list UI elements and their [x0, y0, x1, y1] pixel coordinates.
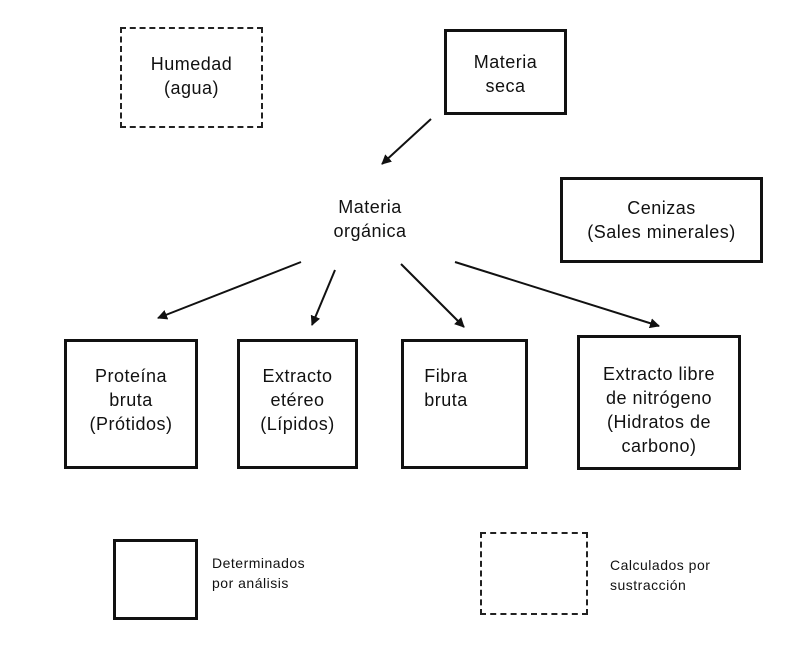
materia-seca-box	[444, 29, 567, 115]
legend-dashed-label: Calculados por sustracción	[610, 557, 711, 593]
arrow-to-extracto-etereo	[310, 269, 336, 326]
arrow-to-fibra	[400, 263, 465, 328]
proteina-box	[64, 339, 198, 469]
fibra-label: Fibra bruta	[424, 366, 468, 410]
fibra-box	[401, 339, 528, 469]
legend-dashed-box	[480, 532, 588, 615]
materia-organica-label: Materia orgánica	[333, 197, 407, 241]
legend-solid-label: Determinados por análisis	[212, 555, 306, 591]
humedad-box	[120, 27, 263, 128]
eln-box	[577, 335, 741, 470]
arrow-to-eln	[454, 261, 660, 329]
extracto-etereo-label: Extracto etéreo (Lípidos)	[260, 366, 335, 434]
proteina-label: Proteína bruta (Prótidos)	[89, 366, 173, 434]
arrow-to-proteina	[157, 261, 302, 320]
cenizas-box	[560, 177, 763, 263]
materia-seca-label: Materia seca	[473, 52, 538, 96]
humedad-label: Humedad (agua)	[150, 54, 233, 98]
legend-solid-box	[113, 539, 198, 620]
cenizas-label: Cenizas (Sales minerales)	[587, 198, 736, 242]
extracto-etereo-box	[237, 339, 358, 469]
arrow-seca-to-organica	[381, 118, 432, 165]
eln-label: Extracto libre de nitrógeno (Hidratos de…	[602, 364, 716, 456]
